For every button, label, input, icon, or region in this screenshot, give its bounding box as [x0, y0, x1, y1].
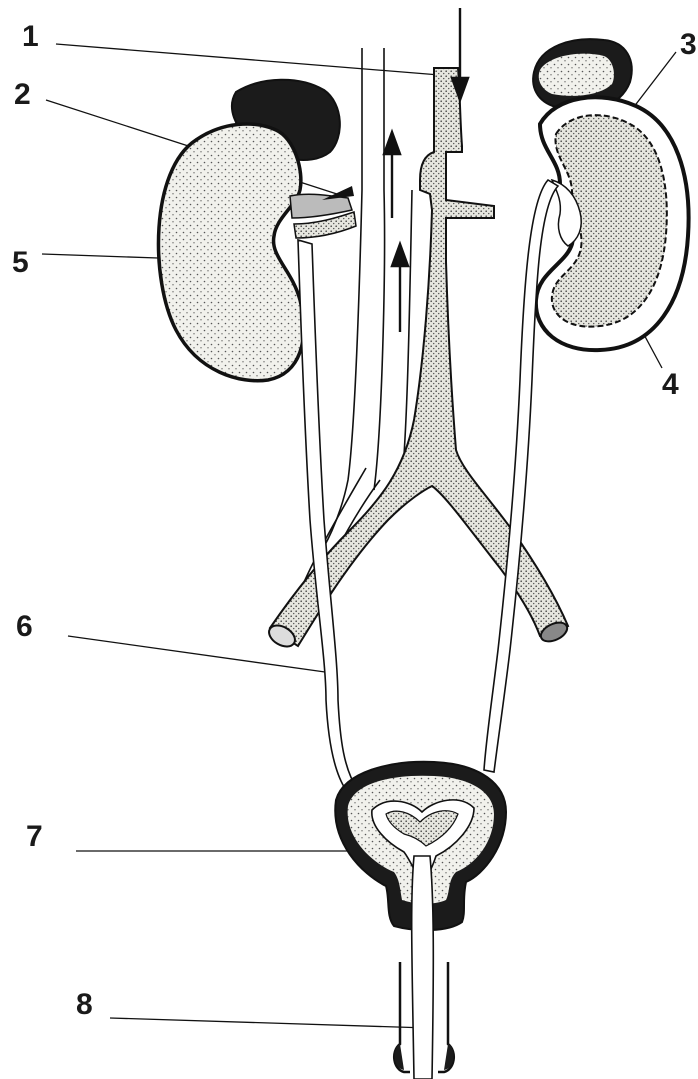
label-4: 4 — [662, 370, 679, 400]
left-kidney — [533, 39, 688, 350]
left-ureter — [484, 180, 558, 772]
pointer-line-1 — [56, 44, 452, 76]
label-1: 1 — [22, 22, 39, 52]
label-3: 3 — [680, 30, 697, 60]
pointer-line-5 — [42, 254, 158, 258]
label-5: 5 — [12, 248, 29, 278]
label-6: 6 — [16, 612, 33, 642]
pointer-line-3 — [630, 52, 676, 112]
pointer-line-8 — [110, 1018, 428, 1028]
right-kidney — [158, 80, 356, 381]
label-8: 8 — [76, 990, 93, 1020]
label-7: 7 — [26, 822, 43, 852]
label-2: 2 — [14, 80, 31, 110]
right-ureter — [298, 240, 358, 790]
